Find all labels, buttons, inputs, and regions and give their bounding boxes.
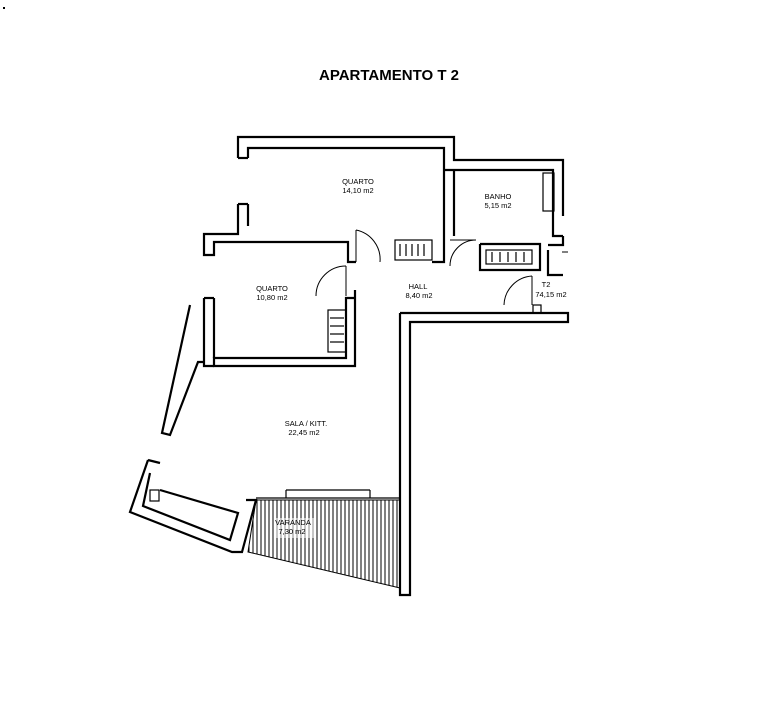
room-name: HALL	[409, 282, 428, 291]
balcony-label-bg	[274, 518, 314, 538]
closets	[327, 239, 533, 353]
room-area: 5,15 m2	[484, 201, 511, 210]
room-name: QUARTO	[342, 177, 374, 186]
doors	[315, 229, 568, 306]
stray-mark	[3, 7, 5, 9]
plan-title: APARTAMENTO T 2	[319, 67, 459, 84]
room-area: 74,15 m2	[535, 290, 566, 299]
room-area: 7,30 m2	[278, 527, 305, 536]
room-labels: QUARTO 14,10 m2 BANHO 5,15 m2 QUARTO 10,…	[256, 177, 567, 538]
room-area: 8,40 m2	[405, 291, 432, 300]
room-name: VARANDA	[275, 518, 311, 527]
room-area: 14,10 m2	[342, 186, 373, 195]
room-name: QUARTO	[256, 284, 288, 293]
walls	[128, 135, 570, 597]
balcony-hatch	[247, 499, 401, 589]
room-name: BANHO	[485, 192, 512, 201]
room-name: T2	[542, 280, 551, 289]
room-area: 10,80 m2	[256, 293, 287, 302]
room-area: 22,45 m2	[288, 428, 319, 437]
room-name: SALA / KITT.	[285, 419, 328, 428]
